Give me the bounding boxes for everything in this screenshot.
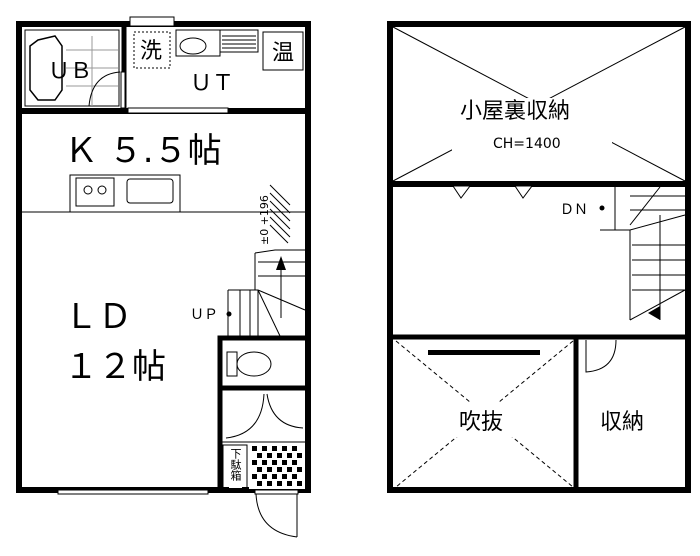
- bath-tiles: [66, 36, 118, 106]
- sliding-door[interactable]: [127, 107, 229, 114]
- window: [129, 16, 175, 27]
- bath-door[interactable]: [120, 71, 126, 109]
- toilet-bowl: [236, 351, 272, 377]
- bathtub: [29, 35, 63, 101]
- burner-icon: [97, 185, 107, 195]
- water-heater-label: 温: [272, 41, 294, 66]
- stair-arrow-icon: [648, 306, 660, 320]
- vanity-shelf: [219, 29, 259, 53]
- outer-wall: [16, 21, 311, 493]
- washer-space: [133, 31, 171, 69]
- storage-door[interactable]: [585, 339, 617, 373]
- door-swing: [266, 393, 304, 429]
- void-label-bg: [455, 403, 515, 437]
- tile-floor: [249, 444, 305, 489]
- water-heater: [262, 31, 304, 71]
- up-label: ＵＰ: [190, 307, 218, 323]
- kitchen-label: Ｋ ５.５帖: [64, 131, 222, 171]
- light-fixture: [452, 185, 471, 199]
- storage-label: 収納: [600, 410, 644, 435]
- toilet-room: [217, 335, 311, 391]
- unit-bath: [24, 29, 120, 107]
- door-swing: [88, 71, 121, 107]
- ceiling-height-label: CH=1400: [493, 136, 561, 152]
- toilet-tank: [226, 351, 238, 377]
- attic-label-bg: [452, 98, 612, 158]
- burner-icon: [83, 185, 93, 195]
- entrance-opening: [254, 489, 299, 495]
- ub-label: ＵＢ: [48, 59, 92, 84]
- washer-label: 洗: [140, 39, 162, 64]
- stair-arrow-icon: [276, 256, 286, 270]
- staircase[interactable]: [227, 249, 306, 337]
- window-sliding: [57, 489, 209, 495]
- door-swing: [225, 393, 265, 439]
- upper-floor-plan: 小屋裏収納 CH=1400 ＤＮ 吹抜 収納: [387, 21, 691, 493]
- handrail: [428, 350, 540, 355]
- level-label: ±0 +196: [258, 195, 271, 245]
- ground-floor-plan: ＵＢ 洗 温 ＵＴ Ｋ ５.５帖 ±0 +196: [16, 16, 311, 538]
- sink: [126, 178, 174, 204]
- shoe-box-label: 下駄箱: [229, 448, 242, 488]
- void-label: 吹抜: [459, 410, 503, 435]
- light-fixture: [514, 185, 533, 199]
- ld-label-line2: １２帖: [64, 347, 166, 387]
- shoe-box: [222, 444, 248, 490]
- stove: [75, 177, 115, 207]
- dn-label: ＤＮ: [560, 202, 588, 218]
- hatched-wall: [269, 184, 291, 244]
- attic-label: 小屋裏収納: [460, 99, 570, 124]
- up-dot: [226, 311, 232, 317]
- door-swing: [255, 493, 298, 538]
- basin-bowl: [179, 37, 207, 55]
- outer-wall: [387, 21, 691, 493]
- staircase[interactable]: [600, 186, 686, 321]
- wash-basin: [175, 29, 221, 57]
- ld-label-line1: ＬＤ: [64, 297, 132, 337]
- ut-label: ＵＴ: [190, 71, 234, 96]
- dn-dot: [599, 205, 605, 211]
